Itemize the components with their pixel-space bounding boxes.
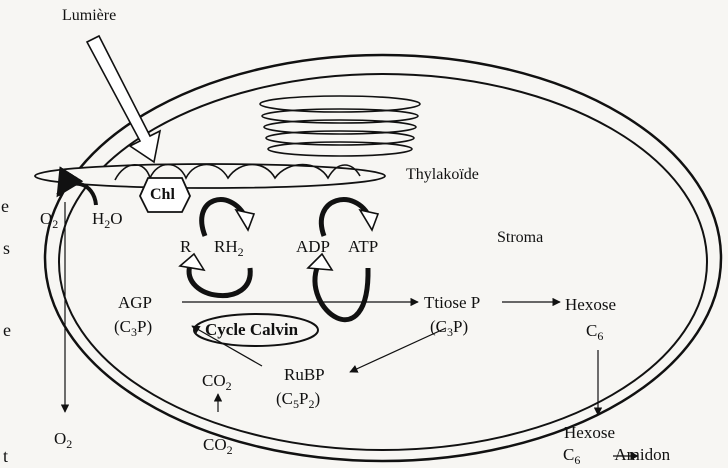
hexose-2-label: Hexose (564, 424, 615, 441)
thylakoide-label: Thylakoïde (406, 167, 479, 183)
rh2-loop-arrow (202, 200, 246, 236)
cycle-calvin-label: Cycle Calvin (205, 321, 298, 338)
agp-label: AGP (118, 294, 152, 311)
edge-letter-e: e (1, 196, 9, 217)
triose-c3p-label: (C3P) (430, 318, 468, 335)
hexose-1-label: Hexose (565, 296, 616, 313)
o2-bottom-label: O2 (54, 430, 72, 447)
light-arrow (87, 36, 160, 162)
atp-lower-loop (315, 265, 368, 320)
grana-stack (260, 96, 420, 156)
o2-top-label: O2 (40, 210, 58, 227)
rh2-label: RH2 (214, 238, 244, 255)
atp-upper-loop (321, 200, 370, 236)
rubp-c5p2-label: (C5P2) (276, 390, 320, 407)
chl-label: Chl (150, 187, 175, 203)
atp-upper-head (360, 210, 378, 230)
triose-label: Ttiose P (424, 294, 480, 311)
lumiere-label: Lumière (62, 8, 116, 24)
rh2-loop-head (236, 210, 254, 230)
r-label: R (180, 238, 191, 255)
co2-inner-label: CO2 (202, 372, 232, 389)
adp-label: ADP (296, 238, 330, 255)
atp-label: ATP (348, 238, 378, 255)
chloroplast-inner-membrane (59, 74, 707, 450)
r-rh2-lower-head (180, 254, 204, 270)
co2-outer-label: CO2 (203, 436, 233, 453)
c6-1-label: C6 (586, 322, 603, 339)
edge-letter-e2: e (3, 320, 11, 341)
edge-letter-s: s (3, 238, 10, 259)
rubp-label: RuBP (284, 366, 325, 383)
atp-lower-head (308, 254, 332, 270)
chloroplast-outer-membrane (45, 55, 721, 461)
h2o-label: H2O (92, 210, 123, 227)
edge-letter-t: t (3, 446, 8, 467)
agp-c3p-label: (C3P) (114, 318, 152, 335)
stroma-label: Stroma (497, 230, 543, 246)
thylakoid-membrane (35, 164, 385, 188)
